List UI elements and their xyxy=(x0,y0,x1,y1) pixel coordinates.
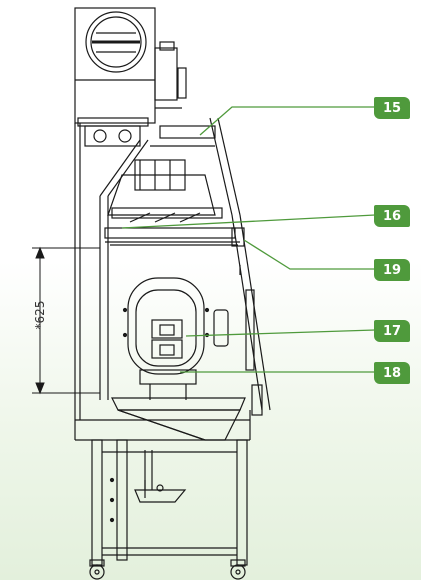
dimension-label: *625 xyxy=(33,300,47,330)
callout-lines xyxy=(121,106,376,373)
callout-badge-19: 19 xyxy=(374,259,410,281)
callout-badge-16: 16 xyxy=(374,205,410,227)
top-motor-area xyxy=(77,117,216,147)
cabinet-frame xyxy=(74,117,271,441)
access-panel xyxy=(122,277,229,400)
work-tray xyxy=(111,384,263,441)
casters xyxy=(89,559,246,580)
callout-badge-18: 18 xyxy=(374,362,410,384)
callout-badge-15: 15 xyxy=(374,97,410,119)
callout-badge-17: 17 xyxy=(374,320,410,342)
stand xyxy=(91,439,248,566)
filter-assembly xyxy=(104,159,240,243)
dimension-line xyxy=(32,246,100,395)
work-chamber xyxy=(110,227,245,275)
exhaust-fan-housing xyxy=(74,7,187,124)
